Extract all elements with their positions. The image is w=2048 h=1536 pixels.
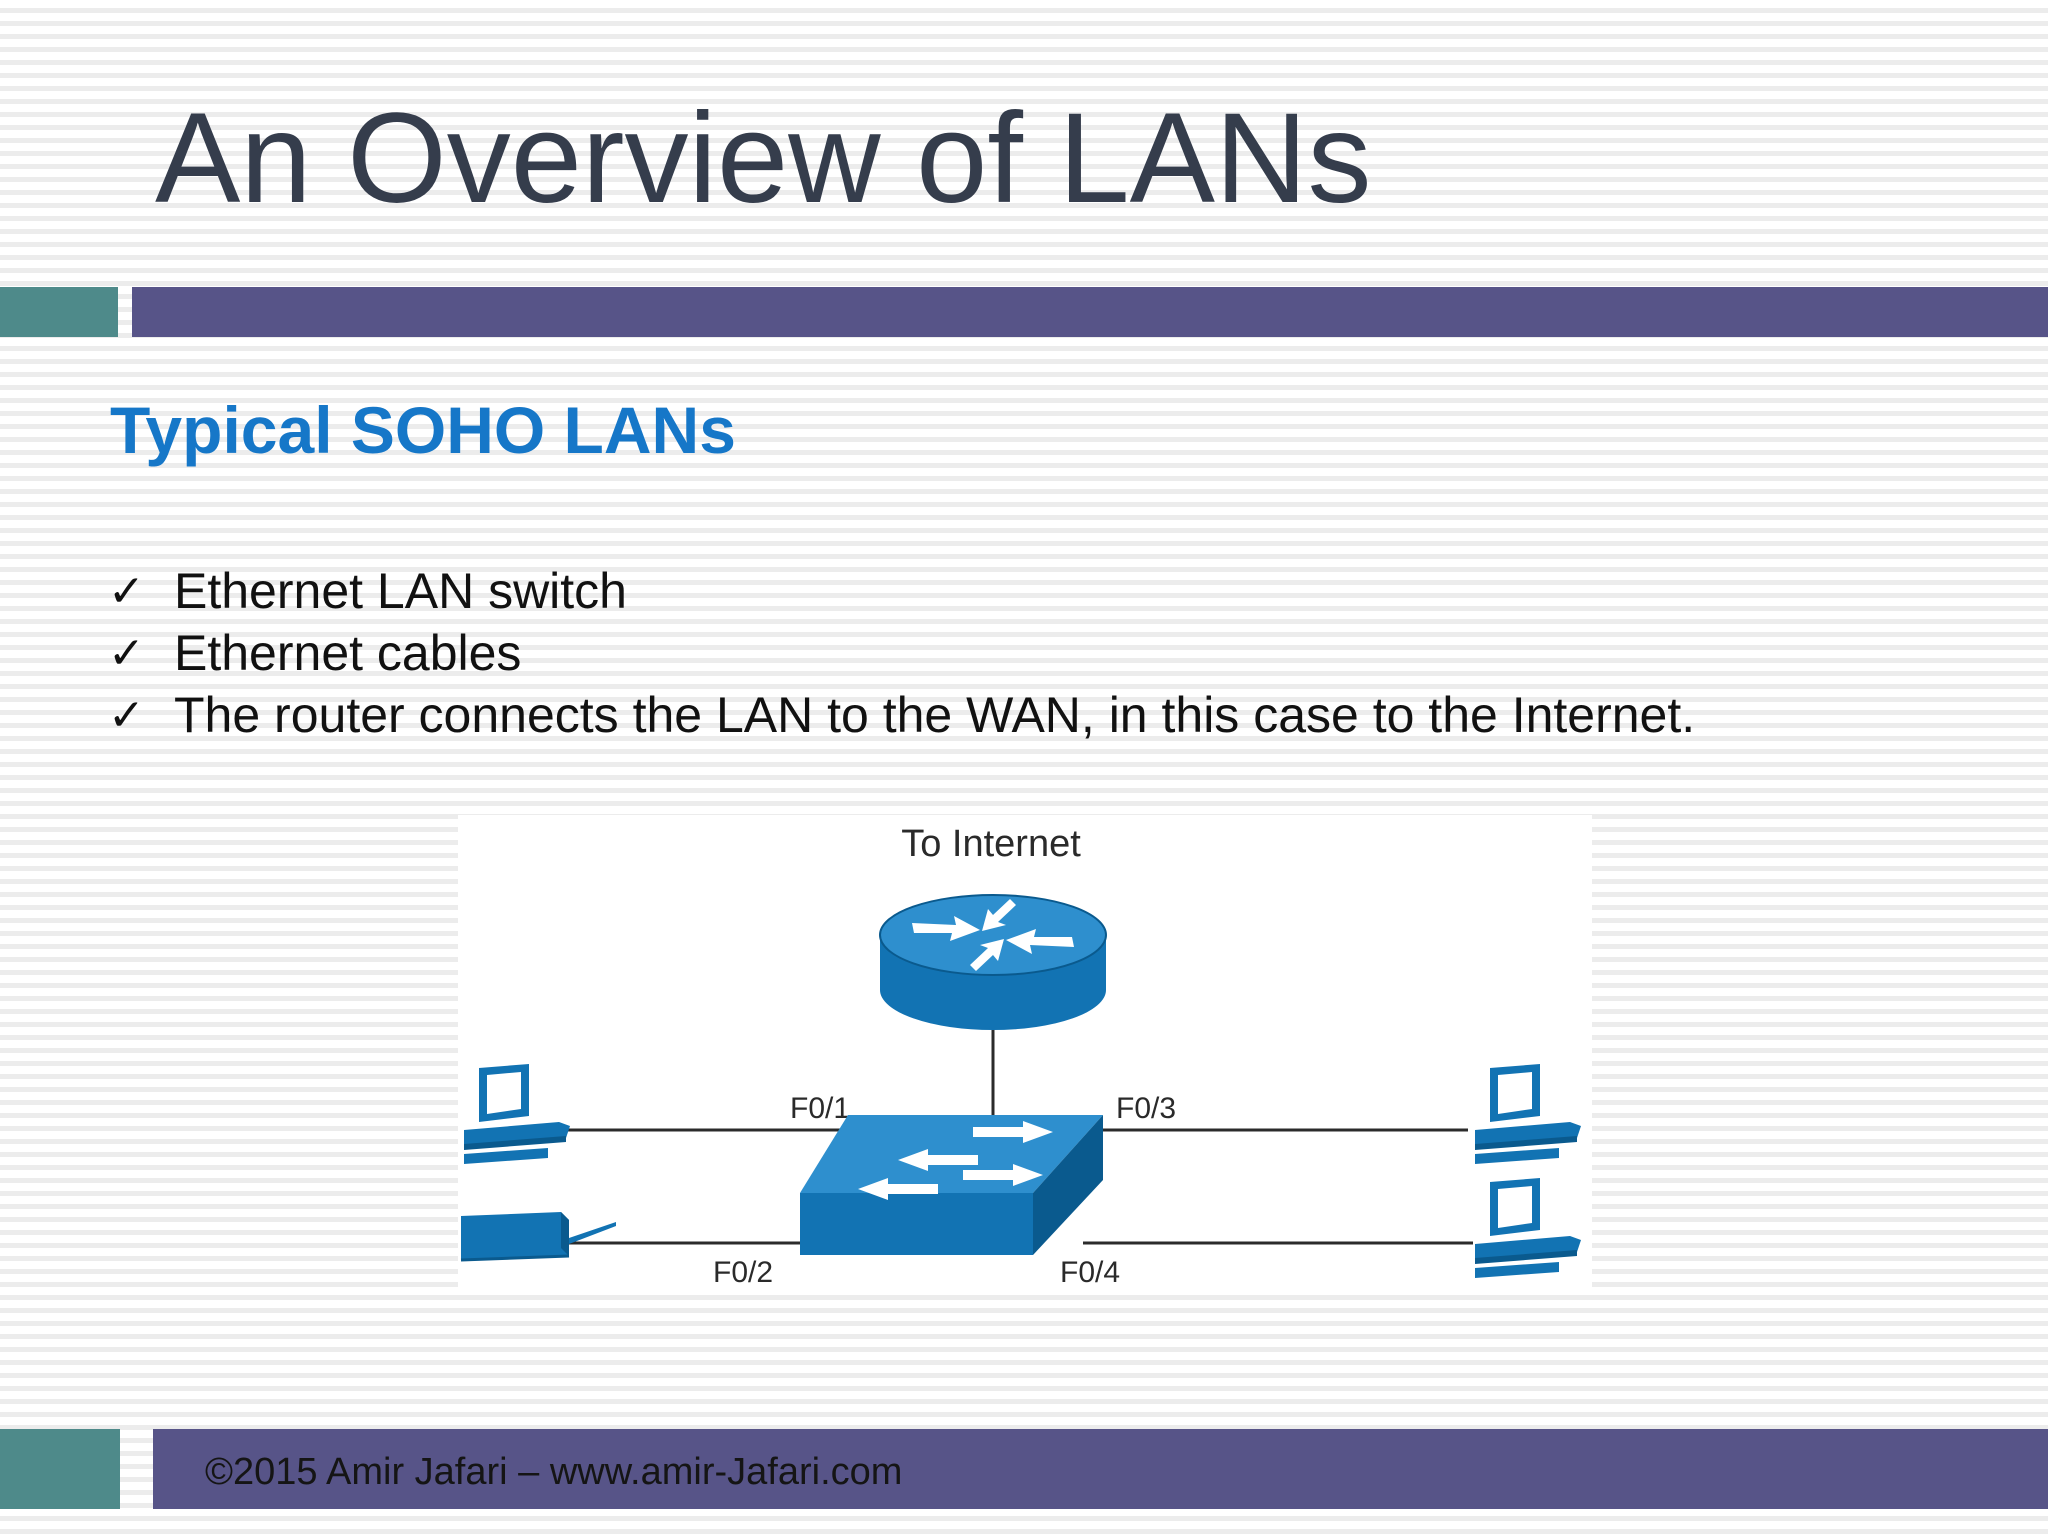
printer-icon bbox=[460, 1212, 616, 1262]
checkmark-icon: ✓ bbox=[108, 565, 145, 617]
router-icon bbox=[879, 894, 1107, 1030]
port-label-f01: F0/1 bbox=[790, 1092, 850, 1125]
footer-accent-bar bbox=[0, 1429, 120, 1509]
pc-icon-right-top bbox=[1475, 1064, 1581, 1164]
bullet-text: Ethernet LAN switch bbox=[174, 563, 627, 619]
bullet-item: ✓ The router connects the LAN to the WAN… bbox=[108, 684, 1695, 746]
bullet-text: Ethernet cables bbox=[174, 625, 522, 681]
pc-icon-left bbox=[464, 1064, 570, 1164]
bullet-list: ✓ Ethernet LAN switch ✓ Ethernet cables … bbox=[108, 560, 1695, 746]
slide-title: An Overview of LANs bbox=[155, 87, 1372, 230]
port-label-f04: F0/4 bbox=[1060, 1256, 1120, 1289]
footer-bar bbox=[153, 1429, 2048, 1509]
slide-subtitle: Typical SOHO LANs bbox=[110, 393, 736, 467]
pc-icon-right-bottom bbox=[1475, 1178, 1581, 1278]
checkmark-icon: ✓ bbox=[108, 627, 145, 679]
switch-icon bbox=[800, 1115, 1103, 1255]
title-accent-bar bbox=[0, 287, 118, 337]
bullet-text: The router connects the LAN to the WAN, … bbox=[174, 687, 1696, 743]
port-label-f03: F0/3 bbox=[1116, 1092, 1176, 1125]
footer-copyright: ©2015 Amir Jafari – www.amir-Jafari.com bbox=[205, 1451, 903, 1493]
bullet-item: ✓ Ethernet LAN switch bbox=[108, 560, 1695, 622]
bullet-item: ✓ Ethernet cables bbox=[108, 622, 1695, 684]
network-diagram: To Internet F0/1 F0/2 F0/3 F0/4 bbox=[458, 815, 1592, 1290]
title-divider-bar bbox=[132, 287, 2048, 337]
checkmark-icon: ✓ bbox=[108, 689, 145, 741]
internet-label: To Internet bbox=[901, 823, 1081, 865]
port-label-f02: F0/2 bbox=[713, 1256, 773, 1289]
